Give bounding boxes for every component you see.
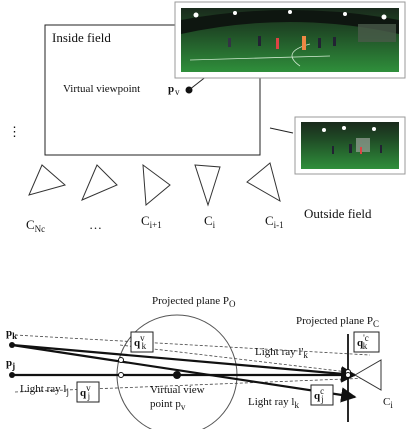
viewpoint-symbol: p <box>168 83 174 95</box>
camera-ci-icon <box>355 360 381 390</box>
virtual-viewpoint-label: Virtual viewpoint <box>63 83 140 95</box>
projected-plane-o-label: Projected plane PO <box>152 295 236 309</box>
virtual-view-label-line1: Virtual view <box>150 384 205 396</box>
point-j-label: pj <box>6 357 15 371</box>
light-ray-lk-prime-label: Light ray l'k <box>255 346 308 360</box>
camera-i-icon <box>195 165 220 205</box>
camera-ellipsis-label: … <box>89 217 102 232</box>
camera-iminus1-label: Ci-1 <box>265 213 284 230</box>
camera-iplus1-icon <box>143 165 170 205</box>
q-v-j-dot <box>119 373 124 378</box>
q-v-k-dot <box>119 358 124 363</box>
viewpoint-symbol-sub: v <box>175 87 180 97</box>
camera-dots-icon <box>82 165 117 200</box>
camera-i-label: Ci <box>204 213 216 230</box>
virtual-view-point-dot <box>173 371 181 379</box>
ellipsis-left: ⋮ <box>8 124 21 139</box>
camera-ci-label: Ci <box>383 396 393 410</box>
camera-iminus1-icon <box>247 163 280 201</box>
point-k-label: pk <box>6 327 17 341</box>
inside-field-photo <box>175 2 405 90</box>
light-ray-lk-label: Light ray lk <box>248 396 299 410</box>
bottom-diagram: Projected plane PO Projected plane PC pk… <box>6 295 393 429</box>
camera-nc-label: CNc <box>26 217 45 234</box>
q-c-j-dot <box>346 373 351 378</box>
camera-iplus1-label: Ci+1 <box>141 213 162 230</box>
camera-nc-icon <box>29 165 65 195</box>
point-k-dot <box>9 342 15 348</box>
inside-field-label: Inside field <box>52 30 111 45</box>
projected-plane-c-label: Projected plane PC <box>296 315 379 329</box>
light-ray-lj-label: Light ray lj <box>20 383 69 397</box>
point-j-dot <box>9 372 15 378</box>
dashed-cone-upper <box>15 335 370 355</box>
top-diagram: Inside field Virtual viewpoint p v <box>8 2 405 234</box>
outside-field-photo <box>270 117 405 174</box>
outside-field-label: Outside field <box>304 206 372 221</box>
virtual-view-label-line2: point pv <box>150 398 186 412</box>
